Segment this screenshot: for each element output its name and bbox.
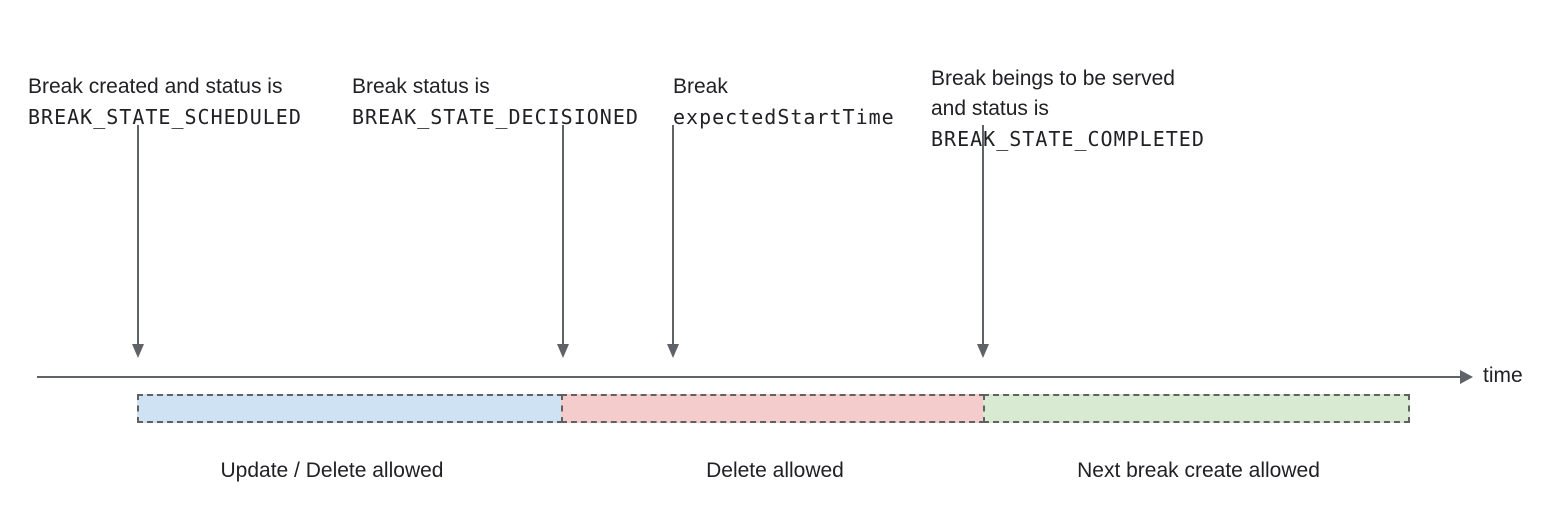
segment-next-break-create-allowed — [983, 394, 1410, 423]
annotation-code: BREAK_STATE_COMPLETED — [931, 127, 1205, 151]
segment-update-delete-allowed — [137, 394, 563, 423]
segment-delete-allowed — [561, 394, 985, 423]
down-arrow-icon — [132, 125, 144, 358]
down-arrow-icon — [557, 125, 569, 358]
right-arrow-icon — [1460, 370, 1473, 384]
arrow-head — [557, 344, 569, 358]
period-bar — [137, 394, 1410, 423]
arrow-head — [977, 344, 989, 358]
arrow-head — [132, 344, 144, 358]
arrow-shaft — [137, 125, 139, 344]
time-axis — [37, 369, 1473, 385]
arrow-head — [667, 344, 679, 358]
annotation-text: Break created and status is — [28, 75, 283, 98]
time-axis-label: time — [1483, 364, 1523, 387]
arrow-shaft — [982, 125, 984, 344]
down-arrow-icon — [667, 125, 679, 358]
annotation-break-decisioned: Break status is BREAK_STATE_DECISIONED — [352, 42, 639, 162]
segment-label-next-break-create: Next break create allowed — [1077, 459, 1320, 482]
annotation-code: BREAK_STATE_DECISIONED — [352, 105, 639, 129]
down-arrow-icon — [977, 125, 989, 358]
annotation-text: Break status is — [352, 75, 490, 98]
segment-label-update-delete: Update / Delete allowed — [220, 459, 444, 482]
annotation-code: expectedStartTime — [673, 105, 895, 129]
segment-label-delete: Delete allowed — [706, 459, 844, 482]
annotation-expected-start-time: Break expectedStartTime — [673, 42, 895, 162]
time-axis-line — [37, 376, 1460, 378]
annotation-break-completed: Break beings to be served and status is … — [931, 34, 1205, 184]
annotation-text: Break beings to be served and status is — [931, 67, 1175, 120]
annotation-break-scheduled: Break created and status is BREAK_STATE_… — [28, 42, 302, 162]
arrow-shaft — [562, 125, 564, 344]
annotation-code: BREAK_STATE_SCHEDULED — [28, 105, 302, 129]
annotation-text: Break — [673, 75, 728, 98]
arrow-shaft — [672, 125, 674, 344]
